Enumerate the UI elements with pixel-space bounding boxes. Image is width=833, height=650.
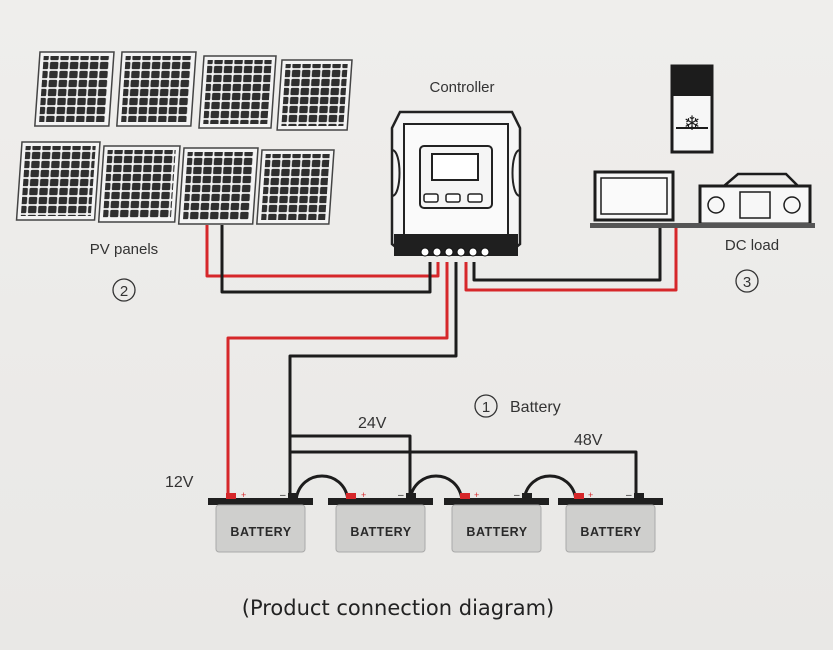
pv-number-circle xyxy=(112,278,136,302)
pv-panel xyxy=(97,145,181,223)
television-icon xyxy=(593,170,675,222)
battery-label: BATTERY xyxy=(580,525,641,539)
snowflake-icon: ❄ xyxy=(684,111,701,135)
svg-text:+: + xyxy=(241,490,246,500)
pv-panel xyxy=(34,51,115,127)
voltage-48v-label: 48V xyxy=(574,432,603,449)
battery-heading: Battery xyxy=(510,399,561,416)
battery-label: BATTERY xyxy=(350,525,411,539)
stereo-icon xyxy=(698,172,812,226)
dc-number: 3 xyxy=(743,274,751,291)
voltage-12v-label: 12V xyxy=(165,474,194,491)
pv-panel xyxy=(276,59,353,131)
svg-text:+: + xyxy=(361,490,366,500)
battery-unit: + – xyxy=(444,490,549,553)
svg-text:+: + xyxy=(588,490,593,500)
svg-text:+: + xyxy=(474,490,479,500)
refrigerator-icon: ❄ xyxy=(670,64,714,154)
wiring xyxy=(205,225,678,501)
dc-number-circle xyxy=(735,269,759,293)
pv-number: 2 xyxy=(120,283,128,300)
terminal-screws xyxy=(420,247,490,257)
svg-text:–: – xyxy=(626,490,632,501)
bus-24v-wire xyxy=(290,434,412,500)
load-shelf xyxy=(590,223,815,228)
pv-panels xyxy=(15,51,353,225)
voltage-24v-label: 24V xyxy=(358,415,387,432)
svg-text:–: – xyxy=(514,490,520,501)
pv-positive-wire xyxy=(205,225,440,278)
bus-48v-wire xyxy=(290,450,638,500)
controller-label: Controller xyxy=(429,79,494,96)
battery-number-circle xyxy=(474,394,498,418)
pv-panel xyxy=(198,55,277,129)
load-positive-wire xyxy=(464,228,678,292)
battery-label: BATTERY xyxy=(230,525,291,539)
battery-unit: + – xyxy=(328,490,433,553)
series-jumper xyxy=(294,474,350,501)
battery-unit: + – xyxy=(208,490,313,553)
svg-text:–: – xyxy=(280,490,286,501)
series-jumper xyxy=(522,474,578,501)
pv-panel xyxy=(256,149,335,225)
battery-positive-wire xyxy=(226,262,449,500)
svg-text:–: – xyxy=(398,490,404,501)
pv-panels-label: PV panels xyxy=(90,241,158,258)
series-jumper xyxy=(408,474,464,501)
pv-panel xyxy=(177,147,259,225)
dc-load-label: DC load xyxy=(725,237,779,254)
battery-number: 1 xyxy=(482,399,490,416)
battery-negative-wire xyxy=(288,262,458,500)
load-negative-wire xyxy=(472,228,662,282)
charge-controller xyxy=(390,110,522,257)
pv-panel xyxy=(15,141,101,221)
diagram-caption: (Product connection diagram) xyxy=(242,596,555,620)
battery-unit: + – xyxy=(558,490,663,553)
battery-bank: + – + – + – + – BATTERY xyxy=(208,490,663,553)
battery-label: BATTERY xyxy=(466,525,527,539)
pv-negative-wire xyxy=(220,225,432,294)
pv-panel xyxy=(116,51,197,127)
